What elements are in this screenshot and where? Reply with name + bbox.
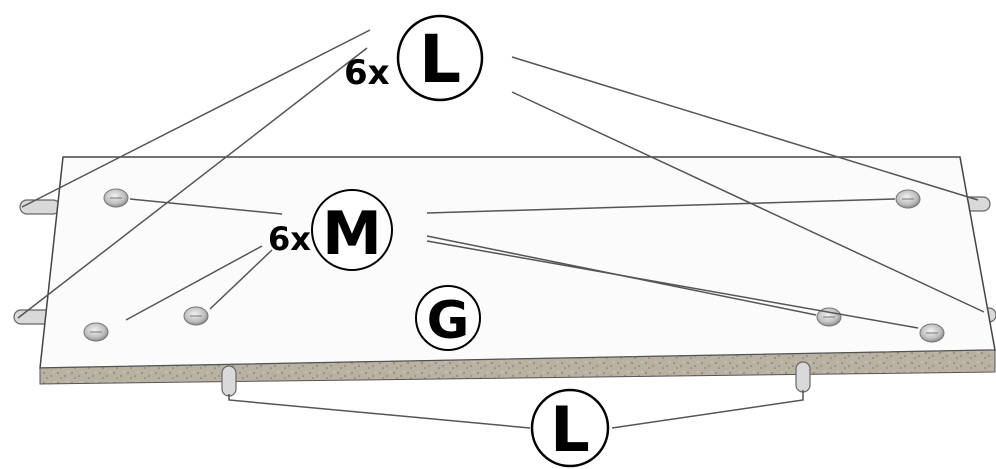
part-badge-g: G <box>415 285 481 351</box>
screw-2 <box>83 322 109 342</box>
bottom-part-letter: L <box>550 393 590 466</box>
top-part-letter: L <box>419 21 461 98</box>
screw-5 <box>816 307 842 327</box>
leader-lines-bottom-l <box>228 390 804 429</box>
panel-front-edge <box>39 349 996 385</box>
panel-top-face <box>39 156 996 369</box>
screw-4 <box>895 189 921 209</box>
leader-lines-m <box>125 198 919 329</box>
part-badge-m: 6x M <box>268 189 393 271</box>
middle-part-letter: M <box>322 199 382 269</box>
leader-lines-top-l <box>17 29 985 319</box>
panel-g <box>39 156 996 385</box>
screw-1 <box>103 188 129 208</box>
dowel-left-top <box>19 199 61 215</box>
part-badge-bottom-l: L <box>530 388 610 468</box>
top-quantity-label: 6x <box>344 53 390 93</box>
part-badge-top-l: 6x L <box>344 14 484 102</box>
panel-part-letter: G <box>427 291 470 351</box>
dowel-bottom-left <box>221 365 237 397</box>
screw-3 <box>183 306 209 326</box>
screw-6 <box>919 323 945 343</box>
dowel-bottom-right <box>795 361 811 393</box>
middle-quantity-label: 6x <box>268 220 311 258</box>
